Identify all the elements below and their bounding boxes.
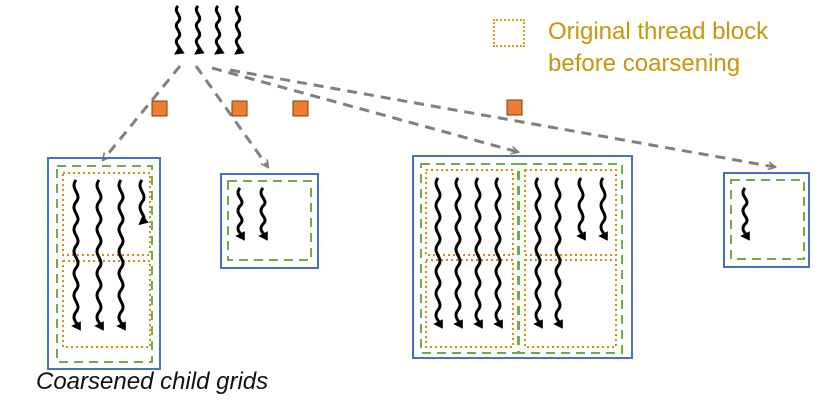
thread-icon <box>493 177 503 329</box>
parent-threads <box>174 4 245 55</box>
thread-icon <box>453 177 463 329</box>
thread-icon <box>576 177 586 241</box>
child-grid-1 <box>47 157 161 370</box>
thread-icon <box>116 179 126 331</box>
thread-icon <box>740 187 750 241</box>
launch-marker-icon <box>506 99 523 116</box>
legend-swatch <box>493 19 525 47</box>
dashed-arrow-icon <box>211 66 518 152</box>
launch-arrows <box>103 65 775 167</box>
thread-icon <box>258 187 268 241</box>
launch-marker-icon <box>231 100 248 117</box>
launch-marker-icon <box>151 100 168 117</box>
thread-icon <box>433 177 443 329</box>
thread-icon <box>235 187 245 241</box>
dashed-arrow-icon <box>194 65 268 167</box>
thread-icon <box>174 4 185 55</box>
thread-icon <box>598 177 608 241</box>
thread-icon <box>94 179 104 331</box>
dashed-arrow-icon <box>229 68 775 167</box>
legend-line-2: before coarsening <box>548 50 741 77</box>
child-grid-3 <box>412 155 633 359</box>
thread-icon <box>194 4 205 55</box>
thread-icon <box>473 177 483 329</box>
launch-markers <box>151 99 523 117</box>
legend: Original thread block before coarsening <box>548 16 768 80</box>
dashed-arrow-icon <box>103 65 182 160</box>
thread-icon <box>234 4 245 55</box>
child-grid-2 <box>220 173 319 269</box>
thread-icon <box>533 177 543 329</box>
legend-line-1: Original thread block <box>548 18 769 45</box>
thread-icon <box>138 179 149 226</box>
child-grid-4 <box>723 172 810 268</box>
launch-marker-icon <box>292 100 309 117</box>
thread-icon <box>214 4 225 55</box>
thread-icon <box>71 179 81 331</box>
caption: Coarsened child grids <box>36 368 269 395</box>
thread-icon <box>553 177 563 329</box>
